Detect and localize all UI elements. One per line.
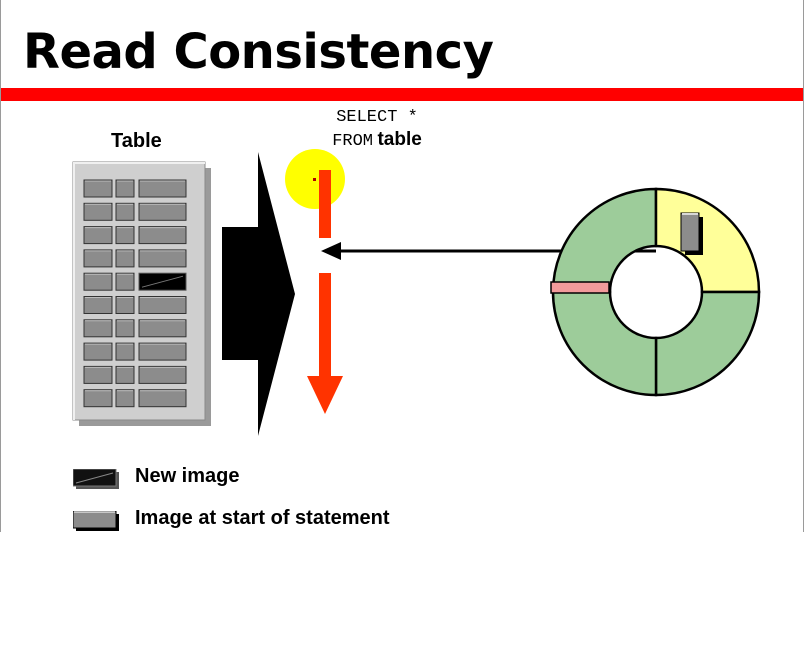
table-cell xyxy=(138,296,187,314)
table-cell xyxy=(83,319,113,338)
table-cell xyxy=(115,365,135,384)
new-image-swatch xyxy=(73,469,119,489)
timeline-arrowhead xyxy=(307,376,343,414)
table-cell xyxy=(115,179,135,198)
scan-arrow xyxy=(222,152,295,436)
read-arrow-head xyxy=(321,242,341,260)
table-cell xyxy=(115,342,135,361)
rollback-quadrant-bottom-right xyxy=(654,290,761,397)
table-cell-new-image-mark xyxy=(141,275,184,288)
table-identifier: table xyxy=(377,129,422,150)
table-cell xyxy=(83,202,113,221)
table-cell xyxy=(83,296,113,314)
table-cell xyxy=(138,342,187,361)
table-cell xyxy=(115,389,135,408)
table-cell xyxy=(83,179,113,198)
table-cell xyxy=(83,365,113,384)
table-cell xyxy=(138,226,187,245)
table-cell xyxy=(138,389,187,408)
select-line: SELECT * xyxy=(312,106,442,129)
table-cell xyxy=(115,249,135,268)
table-cell xyxy=(83,389,113,408)
table-cell xyxy=(138,365,187,384)
timeline-segment-upper xyxy=(319,170,331,238)
table-cell xyxy=(115,319,135,338)
table-cell xyxy=(138,319,187,338)
table-cell xyxy=(138,202,187,221)
select-keyword: SELECT * xyxy=(336,108,418,127)
table-cell xyxy=(83,249,113,268)
table-cell xyxy=(115,296,135,314)
table-cells xyxy=(83,179,187,408)
table-cell xyxy=(138,249,187,268)
table-graphic xyxy=(72,161,211,426)
legend-label-new-image: New image xyxy=(135,465,240,487)
rollback-quadrant-top-right xyxy=(654,187,761,294)
rollback-entry-pink xyxy=(550,281,610,294)
table-cell xyxy=(83,226,113,245)
read-consistency-diagram xyxy=(72,149,761,436)
snapshot-point xyxy=(313,178,316,181)
before-image-block xyxy=(680,212,700,252)
rollback-quadrant-bottom-left xyxy=(551,290,658,397)
table-cell xyxy=(83,272,113,291)
table-cell xyxy=(138,179,187,198)
from-keyword: FROM xyxy=(332,132,373,151)
table-cell xyxy=(115,272,135,291)
title-rule xyxy=(1,88,803,101)
timeline-segment-lower xyxy=(319,273,331,381)
table-cell xyxy=(83,342,113,361)
rollback-segment xyxy=(550,187,761,397)
table-cell xyxy=(115,226,135,245)
slide-title: Read Consistency xyxy=(23,24,494,80)
from-line: FROM table xyxy=(312,129,442,153)
old-image-swatch xyxy=(73,511,119,531)
table-label: Table xyxy=(111,130,162,152)
slide: Read Consistency Table SELECT * FROM tab… xyxy=(0,0,804,532)
select-statement: SELECT * FROM table xyxy=(312,106,442,153)
rollback-quadrant-top-left xyxy=(551,187,658,294)
legend-label-old-image: Image at start of statement xyxy=(135,507,390,529)
table-cell xyxy=(115,202,135,221)
